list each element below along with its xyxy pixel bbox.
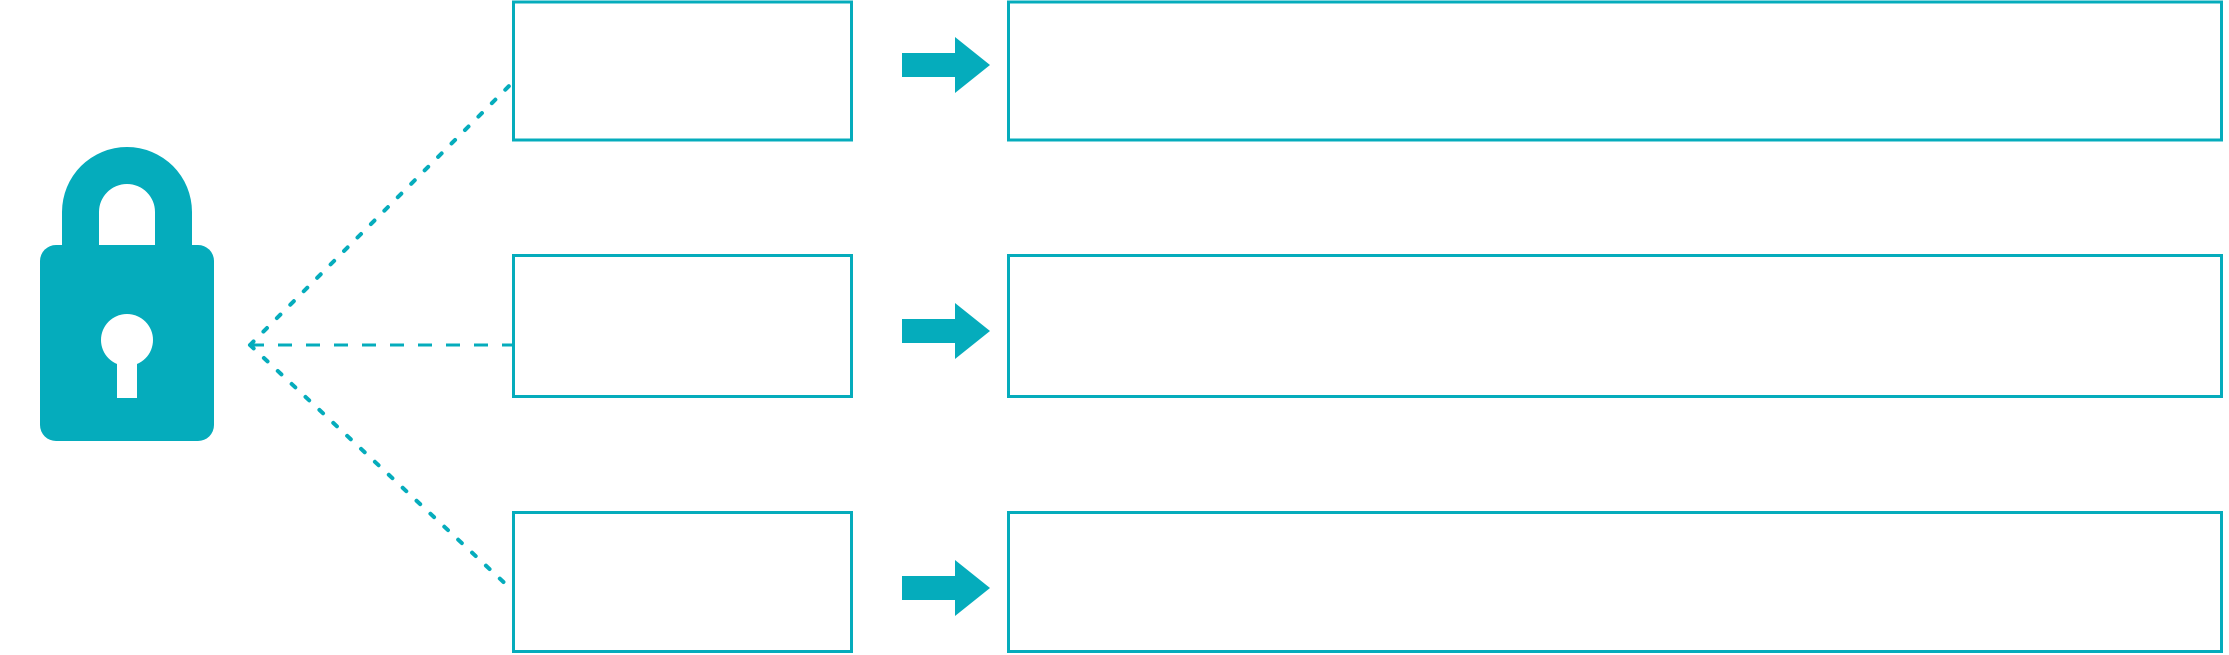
row-1-group xyxy=(512,0,2223,142)
row-3-right-box[interactable] xyxy=(1007,511,2223,653)
connector-to-row-1 xyxy=(248,81,514,347)
row-2-group xyxy=(512,254,2223,398)
row-2-arrow-right-icon xyxy=(902,303,990,359)
lock-icon xyxy=(40,147,214,441)
row-1-right-box[interactable] xyxy=(1007,0,2223,142)
connector-to-row-3 xyxy=(248,343,514,592)
row-3-group xyxy=(512,511,2223,653)
row-3-left-box[interactable] xyxy=(512,511,853,653)
row-3-arrow-right-icon xyxy=(902,560,990,616)
connector-group xyxy=(248,81,514,592)
row-1-arrow-right-icon xyxy=(902,37,990,93)
row-2-left-box[interactable] xyxy=(512,254,853,398)
row-2-right-box[interactable] xyxy=(1007,254,2223,398)
row-1-left-box[interactable] xyxy=(512,0,853,142)
